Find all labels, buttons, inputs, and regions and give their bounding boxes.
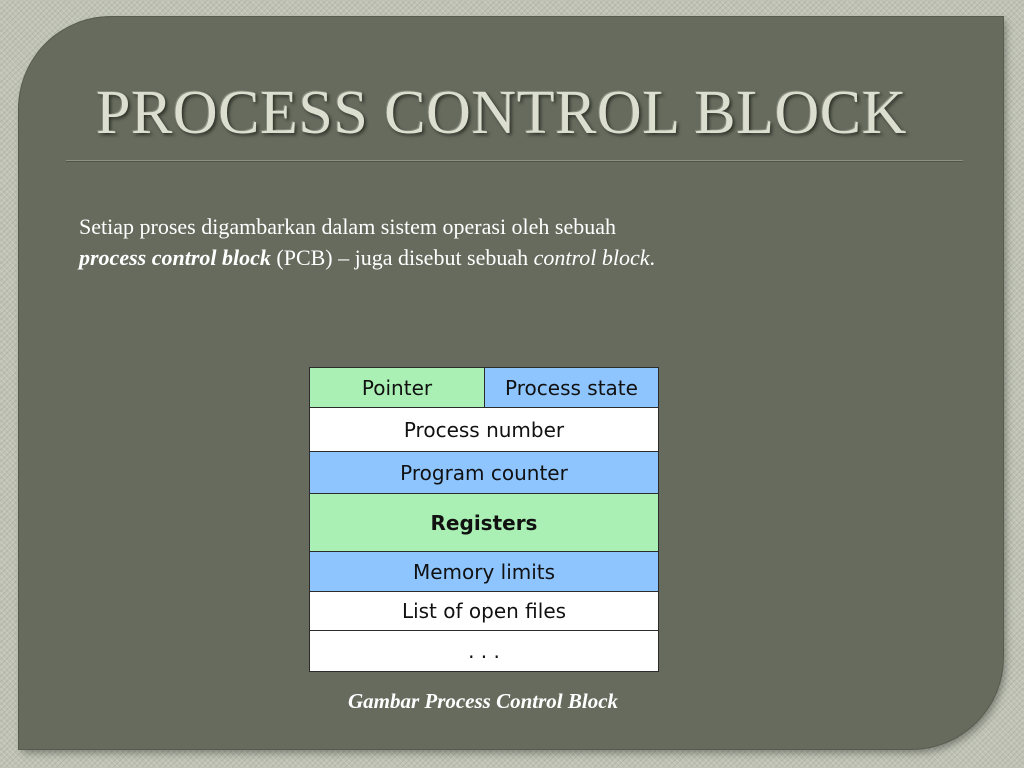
- pcb-row-pointer-state: Pointer Process state: [310, 368, 658, 408]
- pcb-row-program-counter: Program counter: [310, 452, 658, 494]
- pcb-cell-process-number: Process number: [310, 408, 658, 451]
- pcb-cell-ellipsis: . . .: [310, 631, 658, 671]
- pcb-cell-open-files: List of open files: [310, 592, 658, 630]
- pcb-row-memory-limits: Memory limits: [310, 552, 658, 592]
- figure-caption: Gambar Process Control Block: [347, 689, 619, 713]
- pcb-cell-process-state: Process state: [485, 368, 658, 407]
- pcb-cell-pointer: Pointer: [310, 368, 485, 407]
- paragraph-term-pcb: process control block: [79, 245, 271, 270]
- paragraph-text-3: .: [649, 245, 656, 270]
- pcb-row-ellipsis: . . .: [310, 631, 658, 671]
- body-paragraph: Setiap proses digambarkan dalam sistem o…: [79, 211, 939, 273]
- slide-title: PROCESS CONTROL BLOCK: [96, 79, 907, 147]
- pcb-row-process-number: Process number: [310, 408, 658, 452]
- paragraph-text-2: (PCB) – juga disebut sebuah: [270, 245, 534, 270]
- pcb-diagram: Pointer Process state Process number Pro…: [309, 367, 659, 672]
- pcb-cell-registers: Registers: [310, 494, 658, 551]
- pcb-row-open-files: List of open files: [310, 592, 658, 631]
- title-divider: [66, 160, 963, 162]
- pcb-cell-program-counter: Program counter: [310, 452, 658, 493]
- paragraph-text-1: Setiap proses digambarkan dalam sistem o…: [79, 214, 617, 239]
- pcb-cell-memory-limits: Memory limits: [310, 552, 658, 591]
- paragraph-term-control-block: control block: [533, 245, 650, 270]
- pcb-row-registers: Registers: [310, 494, 658, 552]
